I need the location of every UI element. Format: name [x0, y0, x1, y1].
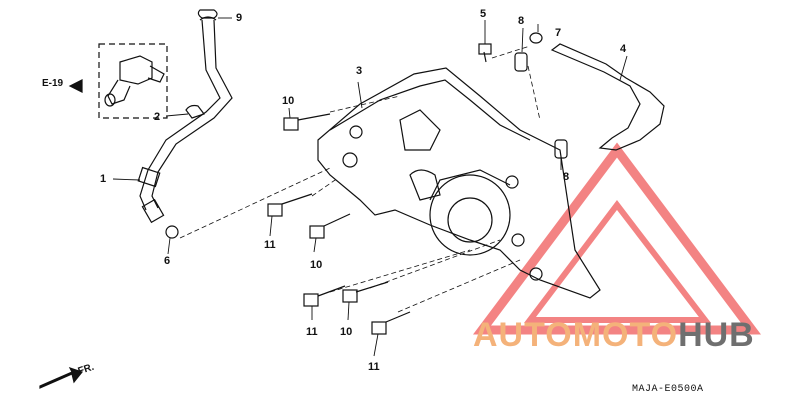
diagram-code: MAJA-E0500A	[632, 384, 704, 395]
bolt-icon	[267, 43, 492, 335]
o-ring-icon	[165, 225, 179, 239]
clip-icon	[185, 104, 205, 119]
callout-8-top: 8	[518, 15, 525, 27]
watermark-logo: AUTOMOTOHUB	[473, 316, 755, 354]
callout-4: 4	[620, 43, 627, 55]
water-hose-icon	[137, 16, 233, 224]
callout-10-bottom: 10	[340, 326, 353, 338]
callout-11-left: 11	[264, 239, 276, 251]
callout-5: 5	[480, 8, 487, 20]
callout-10-top: 10	[282, 95, 295, 107]
watermark-triangle-icon	[473, 142, 761, 335]
callout-9: 9	[236, 12, 243, 24]
hose-clamp-icon	[197, 9, 218, 19]
callout-1: 1	[100, 173, 107, 185]
water-pump-cover-icon	[317, 67, 601, 299]
callout-11-bottom: 11	[368, 361, 380, 373]
reference-label: E-19	[42, 78, 64, 89]
callout-7: 7	[555, 27, 562, 39]
callout-8-right: 8	[563, 171, 570, 183]
front-direction-arrow-icon	[39, 366, 84, 389]
callout-3: 3	[356, 65, 363, 77]
callout-11-middle: 11	[306, 326, 318, 338]
small-o-ring-icon	[529, 32, 543, 44]
callout-10-middle: 10	[310, 259, 323, 271]
fitting-detail-box	[98, 43, 168, 119]
reference-arrow-icon	[68, 79, 83, 93]
callout-2: 2	[154, 111, 161, 123]
water-fitting-icon	[104, 55, 165, 107]
dowel-pin-icon	[514, 52, 568, 159]
callout-6: 6	[164, 255, 171, 267]
gasket-icon	[550, 43, 665, 151]
watermark-text-part2: HUB	[678, 316, 755, 354]
watermark-text-part1: AUTOMOTO	[473, 316, 679, 354]
